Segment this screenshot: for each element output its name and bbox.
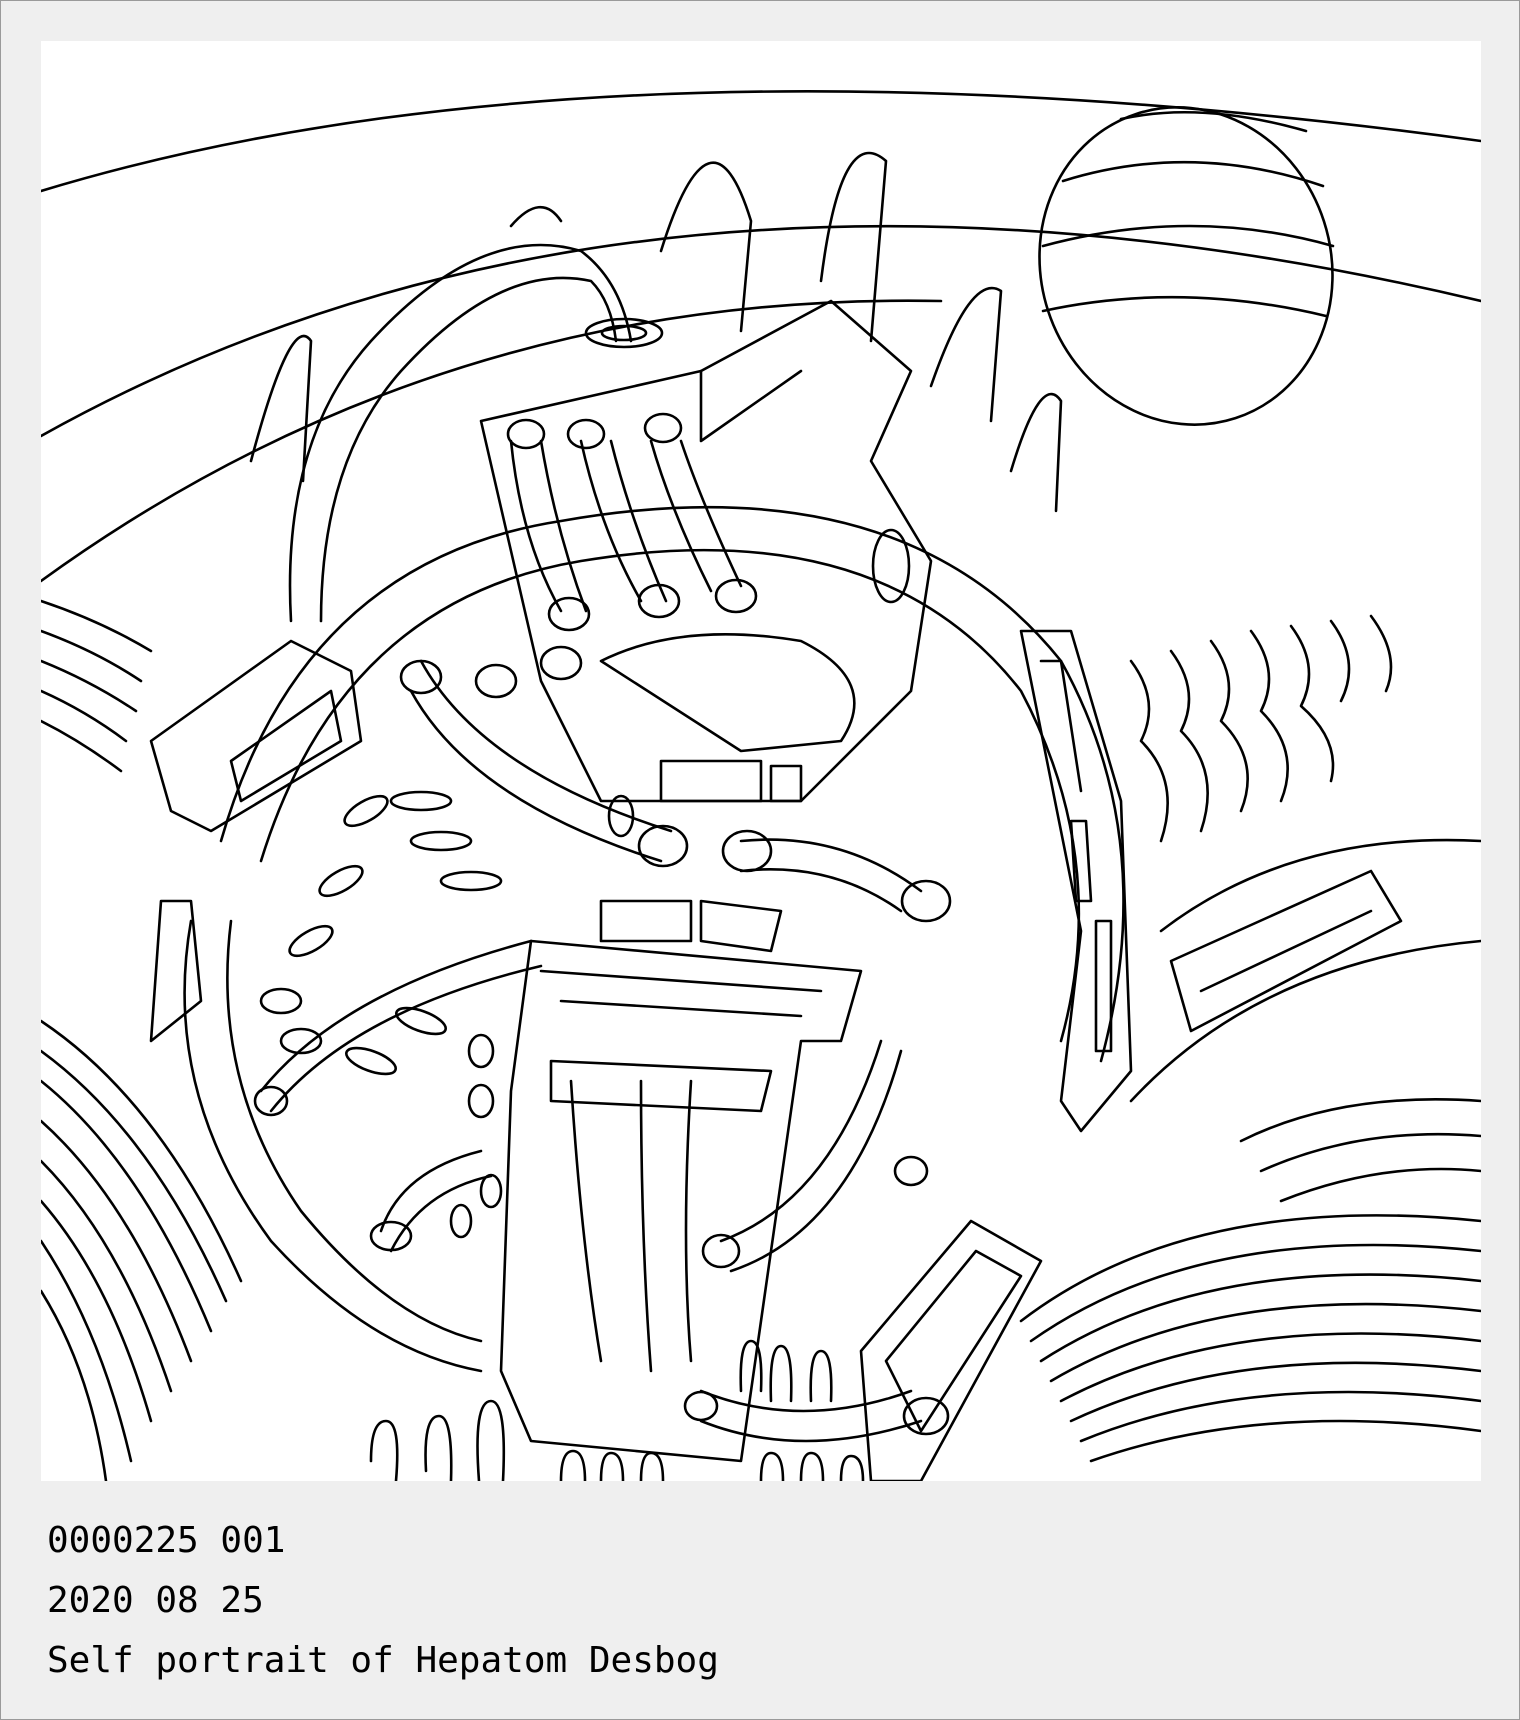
- eye-panel: [599, 759, 803, 953]
- right-panel: [1019, 629, 1133, 1133]
- line-art-svg: [41, 90, 1481, 1481]
- bottom-right-arcs: [1019, 1098, 1481, 1463]
- head-block: [479, 299, 933, 803]
- eyelets: [253, 317, 952, 1436]
- decorative-ovals: [259, 528, 911, 1239]
- striped-moon: [1038, 106, 1335, 426]
- right-box: [859, 1219, 1043, 1481]
- large-ring: [183, 505, 1125, 1373]
- tubes: [259, 243, 923, 1443]
- artwork-date: 2020 08 25: [47, 1580, 264, 1621]
- left-stripes: [41, 599, 243, 1481]
- artwork-title: Self portrait of Hepatom Desbog: [47, 1640, 719, 1681]
- artwork-id: 0000225 001: [47, 1520, 286, 1561]
- background-spikes: [249, 151, 1063, 513]
- bottom-teeth: [369, 1339, 865, 1481]
- artwork-caption: 0000225 001 2020 08 25 Self portrait of …: [47, 1511, 719, 1691]
- left-block: [149, 639, 363, 1043]
- central-seven-block: [499, 939, 863, 1463]
- right-wavy-stripes: [1129, 614, 1393, 843]
- line-art-illustration: [41, 41, 1481, 1481]
- right-band: [1129, 838, 1481, 1103]
- sky-arcs: [41, 90, 1481, 583]
